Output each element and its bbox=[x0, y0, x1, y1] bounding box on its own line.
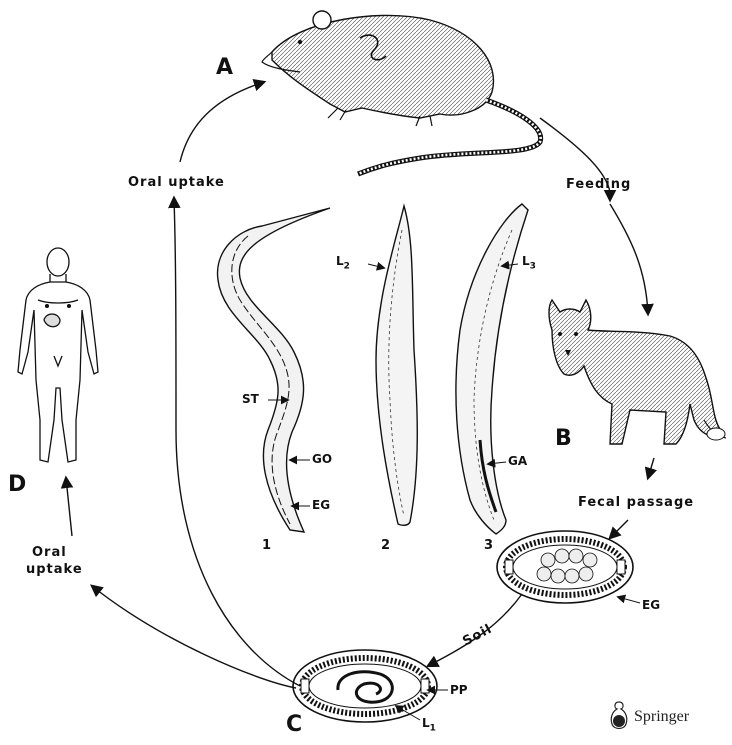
oral-uptake-top-label: Oral uptake bbox=[128, 175, 225, 190]
oral-uptake-left-label-line2: uptake bbox=[26, 562, 83, 577]
egg-larvated bbox=[293, 650, 437, 722]
mouse-host bbox=[262, 11, 541, 174]
larva-3 bbox=[456, 204, 528, 534]
oral-uptake-left-label-line1: Oral bbox=[32, 545, 67, 560]
larva-1 bbox=[218, 208, 330, 532]
larva-number-3: 3 bbox=[484, 538, 493, 553]
label-l2: L2 bbox=[336, 254, 350, 271]
springer-logo bbox=[606, 700, 632, 734]
stage-label-b: B bbox=[555, 426, 572, 451]
stage-label-a: A bbox=[216, 55, 233, 80]
label-eg-larva: EG bbox=[312, 498, 330, 512]
fox-host bbox=[549, 300, 726, 444]
human-host bbox=[18, 248, 98, 462]
label-ga: GA bbox=[508, 454, 527, 468]
label-eg-egg: EG bbox=[642, 598, 660, 612]
label-go: GO bbox=[312, 452, 332, 466]
larva-2 bbox=[376, 206, 417, 525]
fecal-passage-label: Fecal passage bbox=[578, 495, 694, 510]
stage-label-d: D bbox=[8, 472, 26, 497]
feeding-label: Feeding bbox=[566, 177, 631, 192]
egg-embryonated bbox=[497, 531, 633, 603]
label-l1: L1 bbox=[422, 716, 436, 733]
label-pp: PP bbox=[450, 683, 468, 697]
larva-number-2: 2 bbox=[381, 538, 390, 553]
publisher-name: Springer bbox=[634, 708, 689, 726]
larva-number-1: 1 bbox=[262, 538, 271, 553]
stage-label-c: C bbox=[286, 712, 302, 737]
label-st: ST bbox=[242, 392, 259, 406]
label-l3: L3 bbox=[522, 254, 536, 271]
